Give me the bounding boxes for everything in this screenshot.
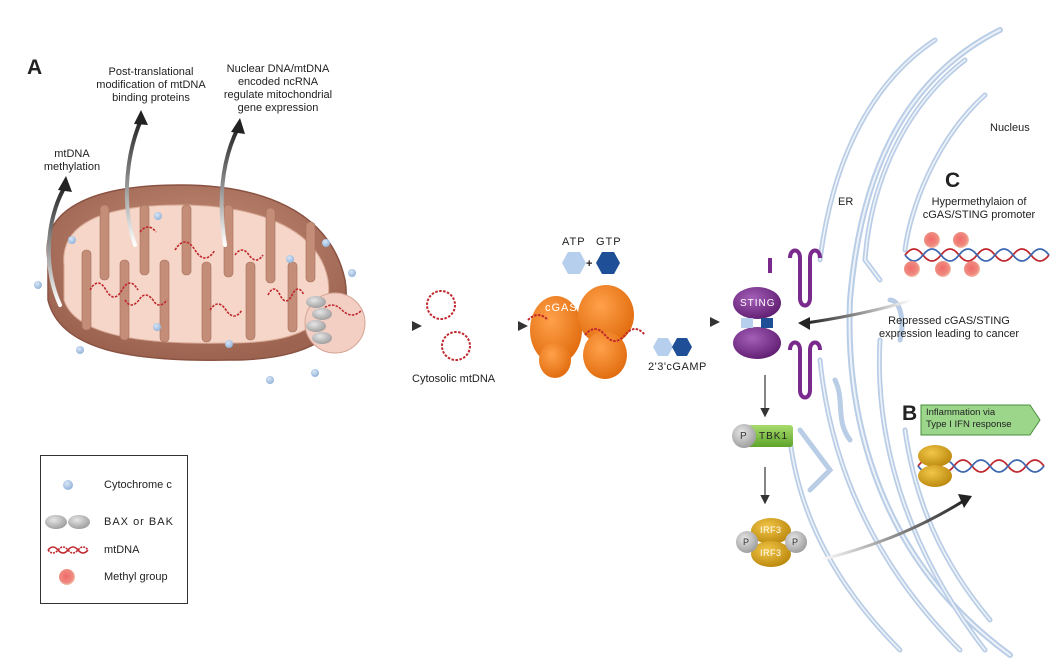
cytochrome-c-icon [63,480,73,490]
tbk1-kinase [732,424,793,448]
mito-mtdna-strands [89,226,305,317]
methyl-group-icon [59,569,75,585]
label-nucleus: Nucleus [990,122,1030,134]
irf3-on-dna [918,445,952,487]
label-tbk1-p: P [740,431,747,442]
label-sting: STING [740,298,776,309]
panel-label-b: B [902,402,918,425]
label-atp: ATP [562,236,586,248]
label-irf3-top: IRF3 [760,525,782,535]
annotation-hypermethylation: Hypermethylaion of cGAS/STING promoter [922,196,1036,221]
label-plus: + [586,258,593,270]
legend-box [40,455,188,604]
annotation-post-translational: Post-translational modification of mtDNA… [96,66,206,104]
atp-hexagon [562,252,586,274]
label-cgas: cGAS [545,302,578,314]
methyl-groups-promoter [904,232,980,277]
annotation-mtdna-methylation: mtDNA methylation [43,148,101,173]
mito-arrow-heads [58,110,245,192]
label-irf3-bottom: IRF3 [760,548,782,558]
label-cytosolic-mtdna: Cytosolic mtDNA [412,373,496,385]
cristae [81,204,316,343]
arrow-repression-to-sting [805,298,913,325]
inflammation-banner [920,404,1041,436]
legend-label-bax-bak: BAX or BAK [104,516,174,528]
legend-label-mtdna: mtDNA [104,544,140,556]
legend-label-cytochrome-c: Cytochrome c [104,479,172,491]
cgas-enzyme [527,285,646,379]
label-cgamp: 2'3'cGAMP [648,361,707,373]
nucleus-envelope [846,27,1013,658]
dna-helix-promoter [904,248,1050,262]
mitochondrion [34,184,366,384]
label-irf3-p-right: P [792,537,799,547]
cgamp-molecule [653,338,692,356]
bax-bak-pore [304,292,366,354]
panel-label-c: C [945,169,961,192]
irf3-dimer [736,518,807,567]
label-tbk1: TBK1 [759,431,789,442]
mito-cytochrome-c [34,212,356,384]
annotation-inflammation: Inflammation via Type I IFN response [926,407,1012,430]
legend-label-methyl-group: Methyl group [104,571,168,583]
mito-upward-arrows [46,118,240,307]
label-irf3-p-left: P [743,537,750,547]
er-membrane-highlight [789,39,991,651]
panel-label-a: A [27,56,43,79]
sting-protein [733,248,822,400]
annotation-repressed-expression: Repressed cGAS/STING expression leading … [878,315,1020,340]
bax-bak-icon [45,515,90,529]
gtp-hexagon [596,252,620,274]
arrow-irf3-to-nucleus [819,498,966,562]
mtdna-icon [47,546,89,554]
annotation-ncrna: Nuclear DNA/mtDNA encoded ncRNA regulate… [223,63,333,114]
label-gtp: GTP [596,236,622,248]
cytosolic-mtdna-rings [426,290,471,361]
label-er: ER [838,196,854,208]
